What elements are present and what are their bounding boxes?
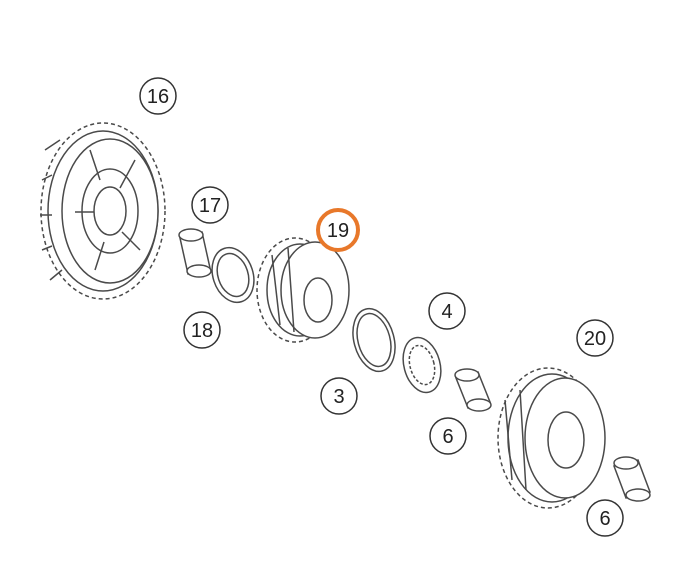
- bushing-6-icon[interactable]: [454, 368, 492, 412]
- bushing-17-icon[interactable]: [178, 228, 212, 278]
- svg-text:16: 16: [147, 86, 169, 108]
- callout-20[interactable]: 20: [576, 319, 614, 357]
- callout-4[interactable]: 4: [428, 292, 466, 330]
- callout-6-middle[interactable]: 6: [429, 417, 467, 455]
- svg-text:19: 19: [327, 220, 349, 242]
- svg-text:4: 4: [441, 301, 452, 323]
- snap-ring-3-icon[interactable]: [346, 304, 401, 376]
- callout-3[interactable]: 3: [320, 377, 358, 415]
- gear-19-icon[interactable]: [256, 237, 350, 343]
- callout-18[interactable]: 18: [183, 311, 221, 349]
- bushing-6-icon[interactable]: [613, 456, 651, 502]
- washer-18-icon[interactable]: [205, 242, 260, 308]
- splined-washer-4-icon[interactable]: [397, 333, 446, 396]
- callout-16[interactable]: 16: [139, 77, 177, 115]
- gear-16-icon[interactable]: [40, 122, 166, 300]
- callout-17[interactable]: 17: [191, 186, 229, 224]
- svg-text:3: 3: [333, 386, 344, 408]
- svg-text:18: 18: [191, 320, 213, 342]
- callout-19[interactable]: 19: [316, 208, 360, 252]
- svg-text:6: 6: [599, 508, 610, 530]
- gear-20-icon[interactable]: [497, 367, 606, 509]
- svg-text:20: 20: [584, 328, 606, 350]
- svg-text:17: 17: [199, 195, 221, 217]
- svg-text:6: 6: [442, 426, 453, 448]
- callout-6-right[interactable]: 6: [586, 499, 624, 537]
